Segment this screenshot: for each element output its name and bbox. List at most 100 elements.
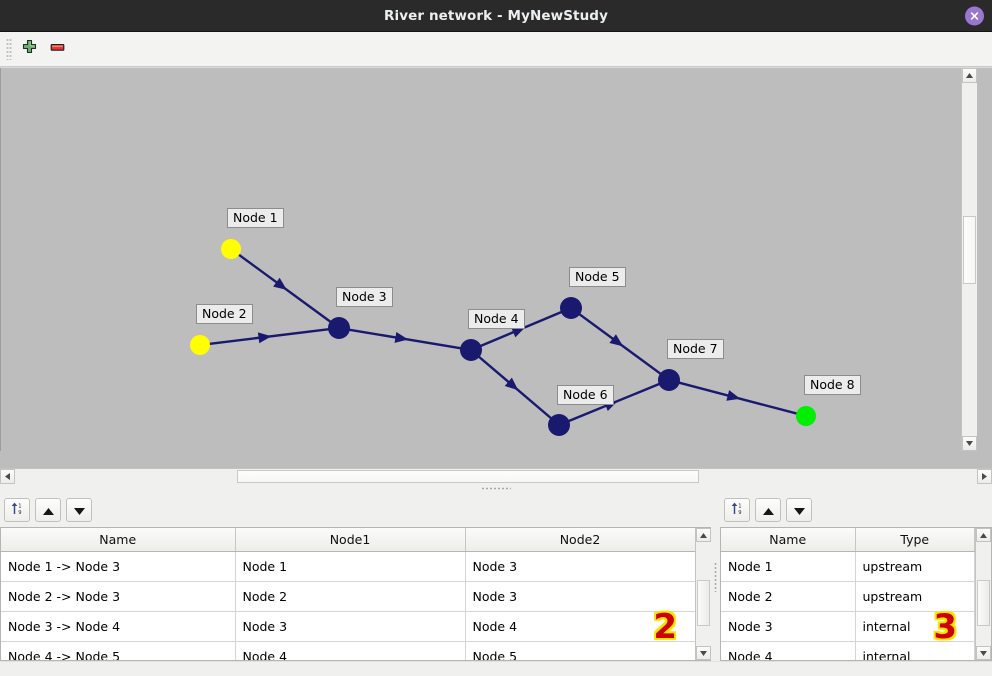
table-cell[interactable]: Node 2 [235,581,466,612]
graph-node-label[interactable]: Node 8 [804,375,861,395]
graph-node-label[interactable]: Node 5 [569,267,626,287]
nodes-toolbar: 1 9 [720,493,992,527]
graph-node[interactable] [190,335,210,355]
table-cell[interactable]: upstream [855,551,975,582]
graph-vertical-scrollbar[interactable] [961,68,977,451]
svg-text:1: 1 [18,503,21,509]
graph-node[interactable] [796,406,816,426]
graph-vscroll-thumb[interactable] [963,216,976,284]
graph-node[interactable] [328,317,350,339]
column-header[interactable]: Node2 [465,528,695,552]
table-cell[interactable]: Node 1 -> Node 3 [1,551,236,582]
nodes-panel: 1 9 [720,493,992,661]
table-cell[interactable]: Node 3 [721,611,856,642]
graph-node[interactable] [460,339,482,361]
graph-node-label[interactable]: Node 7 [667,339,724,359]
graph-node[interactable] [548,414,570,436]
table-cell[interactable]: Node 4 [721,641,856,660]
column-header[interactable]: Node1 [235,528,466,552]
column-header[interactable]: Name [1,528,236,552]
graph-node[interactable] [560,297,582,319]
links-panel: 1 9 [0,493,711,661]
graph-node-label[interactable]: Node 6 [557,385,614,405]
scroll-down-arrow-icon[interactable] [962,436,977,451]
links-toolbar: 1 9 [0,493,711,527]
nodes-sort-button[interactable]: 1 9 [724,498,750,522]
table-cell[interactable]: Node 4 -> Node 5 [1,641,236,660]
plus-icon [21,39,38,60]
links-move-up-button[interactable] [35,498,61,522]
scroll-up-arrow-icon[interactable] [696,528,711,542]
tables-area: 1 9 [0,493,992,661]
graph-node[interactable] [658,369,680,391]
add-node-button[interactable] [15,35,43,63]
graph-node-label[interactable]: Node 4 [468,309,525,329]
arrow-down-icon [73,501,86,520]
status-bar [0,661,992,676]
column-header[interactable]: Type [855,528,975,552]
scroll-left-arrow-icon[interactable] [0,469,15,484]
table-cell[interactable]: internal [855,611,975,642]
graph-node-label[interactable]: Node 2 [196,304,253,324]
scroll-down-arrow-icon[interactable] [976,646,991,660]
table-cell[interactable]: Node 2 [721,581,856,612]
table-cell[interactable]: internal [855,641,975,660]
table-cell[interactable]: Node 3 [465,551,695,582]
graph-node-label[interactable]: Node 3 [336,287,393,307]
links-scroll-thumb[interactable] [697,580,710,626]
column-header[interactable]: Name [721,528,856,552]
table-cell[interactable]: Node 1 [235,551,466,582]
graph-horizontal-scrollbar[interactable] [0,468,992,484]
links-move-down-button[interactable] [66,498,92,522]
svg-text:9: 9 [18,510,21,516]
table-cell[interactable]: Node 3 -> Node 4 [1,611,236,642]
graph-edge-arrow [609,334,624,347]
arrow-up-icon [42,501,55,520]
table-cell[interactable]: Node 5 [465,641,695,660]
nodes-table-scrollbar[interactable] [975,528,991,660]
table-cell[interactable]: upstream [855,581,975,612]
nodes-move-down-button[interactable] [786,498,812,522]
graph-edge-arrow [511,327,526,338]
scroll-down-arrow-icon[interactable] [696,646,711,660]
table-cell[interactable]: Node 3 [465,581,695,612]
scroll-up-arrow-icon[interactable] [962,68,977,83]
graph-hscroll-thumb[interactable] [237,470,699,483]
scroll-right-arrow-icon[interactable] [977,469,992,484]
links-sort-button[interactable]: 1 9 [4,498,30,522]
splitter-grip-icon [714,562,717,592]
scroll-up-arrow-icon[interactable] [976,528,991,542]
table-cell[interactable]: Node 1 [721,551,856,582]
graph-edge-arrow [726,390,741,401]
table-cell[interactable]: Node 2 -> Node 3 [1,581,236,612]
horizontal-splitter[interactable] [0,484,992,493]
vertical-splitter[interactable] [711,493,720,661]
title-bar: River network - MyNewStudy [0,0,992,32]
graph-node[interactable] [221,239,241,259]
river-network-canvas[interactable]: Node 1 Node 2 Node 3 Node 4 Node 5 Node 6 Node… [0,68,961,451]
close-icon[interactable] [965,6,984,25]
graph-node-label[interactable]: Node 1 [227,208,284,228]
delete-node-button[interactable] [43,35,71,63]
sort-icon: 1 9 [730,501,745,520]
table-cell[interactable]: Node 4 [235,641,466,660]
table-cell[interactable]: Node 3 [235,611,466,642]
nodes-move-up-button[interactable] [755,498,781,522]
graph-panel: Node 1 Node 2 Node 3 Node 4 Node 5 Node 6 Node… [0,67,992,484]
table-cell[interactable]: Node 4 [465,611,695,642]
toolbar-grip[interactable] [6,38,12,60]
nodes-scroll-thumb[interactable] [977,580,990,626]
links-table-scrollbar[interactable] [695,528,711,660]
